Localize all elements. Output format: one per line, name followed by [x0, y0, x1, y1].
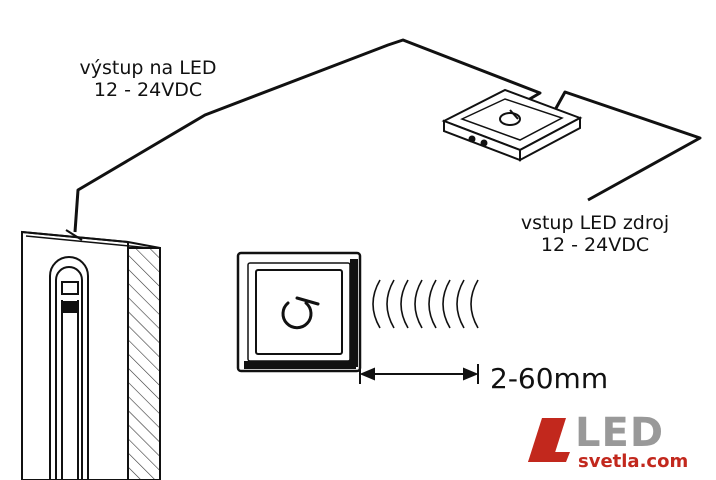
output-label-line2: 12 - 24VDC [93, 79, 203, 101]
power-icon [281, 296, 320, 330]
input-label: vstup LED zdroj 12 - 24VDC [495, 212, 695, 256]
wall-panel [21, 230, 161, 480]
wire-output [73, 38, 542, 233]
controller-box [441, 88, 583, 162]
distance-dimension [359, 364, 479, 384]
output-label: výstup na LED 12 - 24VDC [58, 57, 238, 101]
sensor-waves-icon [372, 279, 479, 329]
led-profile [49, 229, 89, 480]
logo-mark [528, 418, 570, 462]
proximity-sensor [236, 251, 362, 373]
wire-input [553, 90, 702, 202]
input-label-line1: vstup LED zdroj [520, 212, 670, 234]
output-label-line1: výstup na LED [79, 57, 217, 79]
logo-text: LED [575, 410, 665, 456]
logo-subtext: svetla.com [578, 451, 689, 472]
input-label-line2: 12 - 24VDC [540, 234, 650, 256]
distance-label: 2-60mm [490, 362, 609, 395]
